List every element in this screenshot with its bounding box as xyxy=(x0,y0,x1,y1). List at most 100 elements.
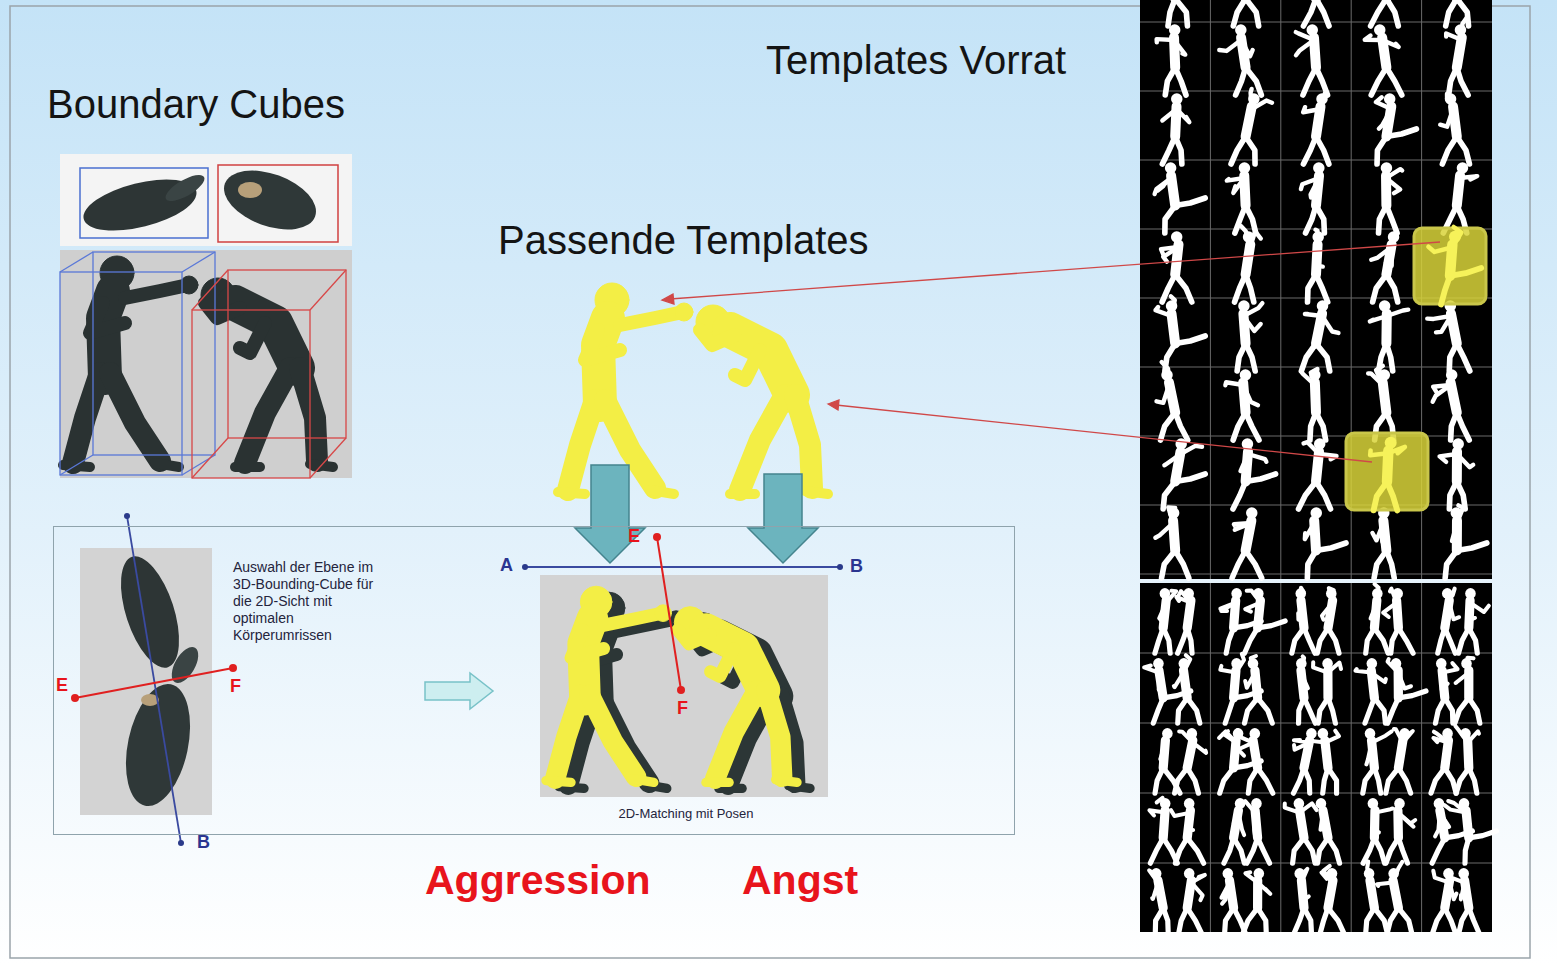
template-figure xyxy=(1449,603,1459,620)
template-figure xyxy=(1178,698,1187,723)
template-figure xyxy=(1374,482,1387,511)
template-figure xyxy=(1448,801,1466,813)
point-label: E xyxy=(628,527,640,547)
template-figure xyxy=(1328,628,1339,653)
template-figure xyxy=(1179,908,1188,933)
template-figure xyxy=(1442,663,1457,672)
template-figure xyxy=(1320,813,1324,830)
template-figure xyxy=(1309,741,1325,746)
template-figure xyxy=(1171,296,1175,316)
template-figure xyxy=(1315,230,1317,247)
template-figure xyxy=(1398,691,1426,698)
template-figure xyxy=(1386,206,1397,234)
template-figure xyxy=(1386,169,1402,178)
template-figure xyxy=(1302,372,1315,385)
template-figure xyxy=(1365,698,1374,723)
template-figure xyxy=(1457,413,1469,441)
template-figure xyxy=(1322,316,1338,333)
template-figure xyxy=(1183,655,1190,672)
template-figure xyxy=(1245,698,1258,723)
template-figure xyxy=(1258,838,1270,863)
template-figure xyxy=(1246,344,1256,372)
template-figure xyxy=(1163,482,1175,510)
template-figure xyxy=(1375,584,1379,603)
template-figure xyxy=(1386,768,1399,793)
template-figure xyxy=(1247,590,1261,602)
template-figure xyxy=(1460,176,1477,179)
template-figure xyxy=(1386,178,1400,193)
template-figure xyxy=(1175,551,1189,579)
template-figure xyxy=(1246,0,1259,26)
template-figure xyxy=(1455,698,1469,723)
template-figure xyxy=(1168,507,1175,523)
template-figure xyxy=(1398,908,1411,933)
template-figure xyxy=(1328,698,1335,723)
template-figure xyxy=(1304,838,1315,863)
template-figure xyxy=(1155,178,1171,194)
template-figure xyxy=(1445,628,1456,653)
template-figure xyxy=(1316,247,1323,267)
template-figure xyxy=(1328,663,1341,673)
template-figure xyxy=(1398,673,1411,689)
template-figure xyxy=(1161,413,1176,441)
template-figure xyxy=(1398,628,1413,653)
template-figure xyxy=(1175,474,1205,482)
template-figure xyxy=(1363,838,1374,863)
template-figure xyxy=(1371,68,1386,96)
template-figure xyxy=(1250,231,1261,247)
template-figure xyxy=(1386,247,1392,266)
template-figure xyxy=(1303,68,1316,96)
template-figure xyxy=(1162,362,1169,385)
template-figure xyxy=(1246,275,1254,303)
template-figure xyxy=(1370,880,1374,908)
template-figure xyxy=(1294,908,1304,933)
template-figure xyxy=(1258,768,1273,793)
template-figure xyxy=(1174,40,1185,55)
template-figure xyxy=(1387,310,1408,316)
template-figure xyxy=(1374,698,1385,723)
template-figure xyxy=(1440,109,1453,127)
template-figure xyxy=(1175,198,1205,206)
template-figure xyxy=(1366,908,1375,933)
template-figure xyxy=(1458,628,1468,653)
template-figure xyxy=(1187,908,1201,933)
template-figure xyxy=(1163,247,1178,262)
template-figure xyxy=(1376,366,1383,385)
template-figure xyxy=(1155,628,1163,653)
template-figure xyxy=(1245,872,1257,882)
template-figure xyxy=(1175,336,1205,344)
template-figure xyxy=(1307,551,1316,579)
point-label: F xyxy=(677,699,688,719)
template-figure xyxy=(1303,0,1316,26)
template-figure xyxy=(1371,603,1378,620)
template-figure xyxy=(1370,883,1375,900)
template-figure xyxy=(1373,275,1387,303)
template-figure xyxy=(1316,0,1329,26)
template-figure xyxy=(1393,862,1402,883)
template-figure xyxy=(1436,316,1451,332)
template-figure xyxy=(1150,838,1163,863)
template-figure xyxy=(1232,551,1245,579)
template-figure xyxy=(1251,656,1256,673)
template-figure xyxy=(1450,883,1457,900)
grid-line xyxy=(1280,583,1281,932)
template-figure xyxy=(1255,810,1257,838)
template-figure xyxy=(1243,316,1260,331)
template-figure xyxy=(1162,137,1175,165)
emotion-label: Aggression xyxy=(425,858,651,903)
template-figure xyxy=(1153,698,1163,723)
template-figure xyxy=(1379,109,1391,129)
template-figure xyxy=(1382,523,1384,542)
template-figure xyxy=(1316,413,1326,441)
template-figure xyxy=(1233,178,1244,193)
template-figure xyxy=(1191,883,1202,901)
template-figure xyxy=(1303,107,1320,112)
template-figure xyxy=(1403,731,1413,743)
template-figure xyxy=(1317,628,1328,653)
template-figure xyxy=(1386,551,1394,579)
template-figure xyxy=(1450,268,1481,276)
template-figure xyxy=(1433,908,1445,933)
template-figure xyxy=(1433,738,1448,743)
template-figure xyxy=(1457,137,1470,165)
